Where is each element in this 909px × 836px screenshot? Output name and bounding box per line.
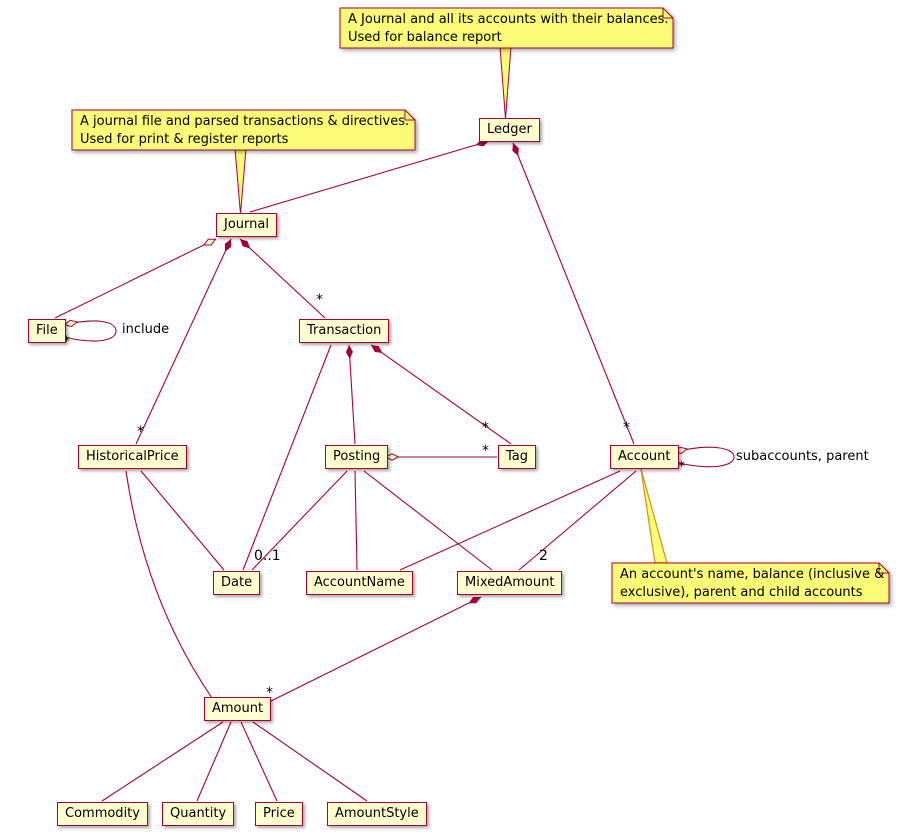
class-accountname: AccountName bbox=[306, 571, 413, 595]
note-body-account bbox=[611, 562, 890, 604]
edge-posting-date bbox=[251, 470, 348, 571]
edge-account-mixedamount bbox=[518, 470, 637, 571]
class-amountstyle: AmountStyle bbox=[327, 802, 427, 826]
note-ledger-line2: Used for balance report bbox=[348, 30, 502, 45]
multiplicity-transaction-tag: * bbox=[482, 420, 489, 436]
note-journal-line2: Used for print & register reports bbox=[80, 132, 289, 147]
edge-label-include: include bbox=[122, 322, 170, 337]
edge-mixedamount-amount bbox=[266, 596, 482, 704]
class-mixedamount: MixedAmount bbox=[457, 571, 563, 595]
note-fold-ledger bbox=[662, 8, 673, 19]
edge-ledger-journal bbox=[249, 139, 490, 213]
note-journal: A journal file and parsed transactions &… bbox=[80, 113, 409, 149]
multiplicity-file-include: * bbox=[63, 334, 70, 350]
multiplicity-posting-date: 0..1 bbox=[254, 548, 281, 564]
class-transaction: Transaction bbox=[299, 319, 390, 343]
class-price: Price bbox=[255, 802, 303, 826]
edge-posting-accountname bbox=[354, 470, 358, 571]
note-tail-journal bbox=[234, 148, 247, 215]
edge-account-accountname bbox=[399, 470, 621, 571]
edge-journal-transaction bbox=[239, 238, 326, 319]
class-journal: Journal bbox=[216, 213, 277, 237]
note-body-ledger bbox=[339, 7, 674, 49]
edge-transaction-date bbox=[242, 344, 332, 571]
class-account: Account bbox=[610, 445, 679, 469]
edge-file-self-loop bbox=[64, 321, 117, 342]
class-tag: Tag bbox=[498, 445, 537, 469]
multiplicity-account-mixedamount: 2 bbox=[539, 548, 548, 564]
edge-account-self-loop bbox=[674, 447, 735, 468]
class-date: Date bbox=[213, 571, 261, 595]
edge-transaction-posting bbox=[345, 344, 356, 445]
edge-historicalprice-date bbox=[140, 470, 225, 571]
edge-ledger-account bbox=[512, 142, 635, 445]
edge-historicalprice-amount bbox=[125, 470, 213, 699]
class-quantity: Quantity bbox=[162, 802, 235, 826]
multiplicity-journal-transaction: * bbox=[316, 292, 323, 308]
edge-journal-historicalprice bbox=[135, 238, 232, 445]
multiplicity-account-subaccounts: * bbox=[678, 459, 685, 475]
note-tail-account bbox=[640, 468, 668, 564]
class-file: File bbox=[28, 319, 66, 343]
note-tail-ledger bbox=[499, 46, 512, 120]
note-ledger: A Journal and all its accounts with thei… bbox=[348, 11, 669, 47]
edge-amount-price bbox=[240, 721, 278, 802]
edge-amount-commodity bbox=[101, 721, 224, 802]
class-amount: Amount bbox=[204, 697, 272, 721]
class-ledger: Ledger bbox=[479, 118, 540, 142]
note-fold-journal bbox=[404, 110, 415, 121]
class-historicalprice: HistoricalPrice bbox=[78, 445, 187, 469]
edge-transaction-tag bbox=[370, 344, 512, 445]
note-journal-line1: A journal file and parsed transactions &… bbox=[80, 114, 410, 129]
edge-label-subaccounts-parent: subaccounts, parent bbox=[736, 449, 869, 464]
multiplicity-journal-historicalprice: * bbox=[137, 424, 144, 440]
note-ledger-line1: A Journal and all its accounts with thei… bbox=[348, 12, 669, 27]
edge-posting-mixedamount bbox=[363, 470, 493, 571]
note-account: An account's name, balance (inclusive & … bbox=[620, 566, 884, 602]
multiplicity-mixedamount-amount: * bbox=[266, 685, 273, 701]
note-account-line1: An account's name, balance (inclusive & bbox=[620, 567, 885, 582]
note-fold-account bbox=[878, 563, 889, 574]
multiplicity-ledger-account: * bbox=[623, 420, 630, 436]
edge-journal-file bbox=[54, 238, 216, 319]
note-body-journal bbox=[71, 109, 416, 151]
edge-amount-quantity bbox=[196, 721, 232, 802]
note-account-line2: exclusive), parent and child accounts bbox=[620, 585, 863, 600]
class-commodity: Commodity bbox=[57, 802, 148, 826]
class-posting: Posting bbox=[325, 445, 389, 469]
edge-amount-amountstyle bbox=[252, 721, 368, 802]
multiplicity-posting-tag: * bbox=[482, 443, 489, 459]
